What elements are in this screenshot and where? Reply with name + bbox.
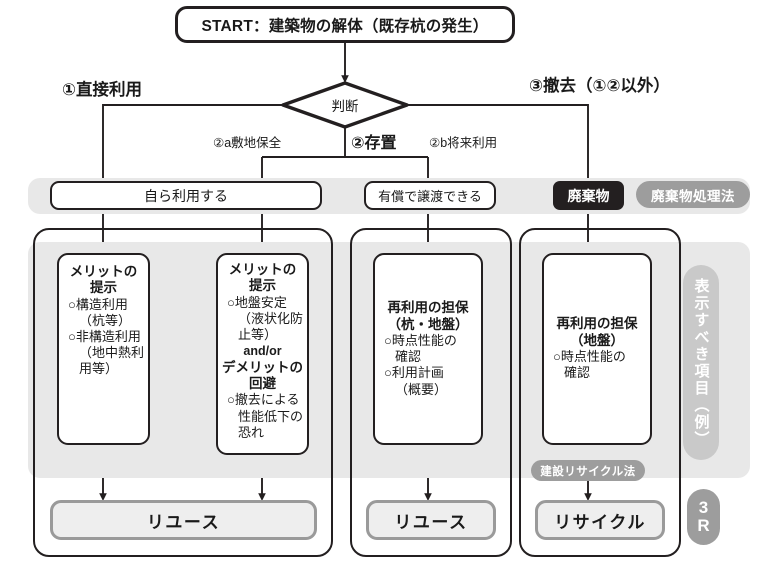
card-body: ○構造利用 （杭等） ○非構造利用 （地中熱利 用等） [68,296,145,377]
badge-3r-bottom: R [697,516,710,535]
card-reuse-pile-ground: 再利用の担保 （杭・地盤） ○時点性能の 確認 ○利用計画 （概要） [373,253,483,445]
start-label: START：建築物の解体（既存杭の発生） [201,17,489,35]
start-box: START：建築物の解体（既存杭の発生） [175,6,515,43]
container-removal [519,228,681,557]
option-paid-transfer: 有償で譲渡できる [364,181,496,210]
law-waste-disposal: 廃棄物処理法 [636,181,750,208]
branch-label-right: ③撤去（①②以外） [529,77,670,95]
option-self-use: 自ら利用する [50,181,322,210]
card-merit-ground: メリットの 提示 ○地盤安定 （液状化防 止等） and/or デメリットの 回… [216,253,309,455]
outcome-recycle-right: リサイクル [535,500,665,540]
branch-label-sub-b: ②b将来利用 [429,136,498,150]
card-heading: 再利用の担保 （地盤） [556,316,638,348]
branch-label-sub-a: ②a敷地保全 [213,136,282,150]
sidebar-display-items: 表示すべき項目（例） [683,265,719,460]
card-body: ○時点性能の 確認 ○利用計画 （概要） [384,333,457,397]
card-heading: メリットの 提示 [228,262,297,294]
card-andor: and/or [243,344,282,359]
card-body: ○時点性能の 確認 [553,349,626,381]
outcome-reuse-left: リユース [50,500,317,540]
law-construction-recycling: 建設リサイクル法 [531,460,645,481]
card-body: ○地盤安定 （液状化防 止等） [227,294,304,343]
decision-diamond [281,81,409,129]
badge-3r: 3 R [687,489,720,545]
branch-label-left: ①直接利用 [62,81,142,99]
branch-label-center: ②存置 [351,135,397,152]
badge-3r-top: 3 [698,498,709,518]
outcome-reuse-center: リユース [366,500,496,540]
card-merit-structural: メリットの 提示 ○構造利用 （杭等） ○非構造利用 （地中熱利 用等） [57,253,150,445]
container-storage [350,228,512,557]
card-body-2: ○撤去による 性能低下の 恐れ [227,392,304,440]
card-heading: 再利用の担保 （杭・地盤） [387,300,469,332]
option-waste: 廃棄物 [553,181,624,210]
card-heading-2: デメリットの 回避 [222,359,303,391]
decision-label: 判断 [331,99,359,114]
card-heading: メリットの 提示 [69,264,138,296]
card-reuse-ground: 再利用の担保 （地盤） ○時点性能の 確認 [542,253,652,445]
container-direct-use [33,228,333,557]
